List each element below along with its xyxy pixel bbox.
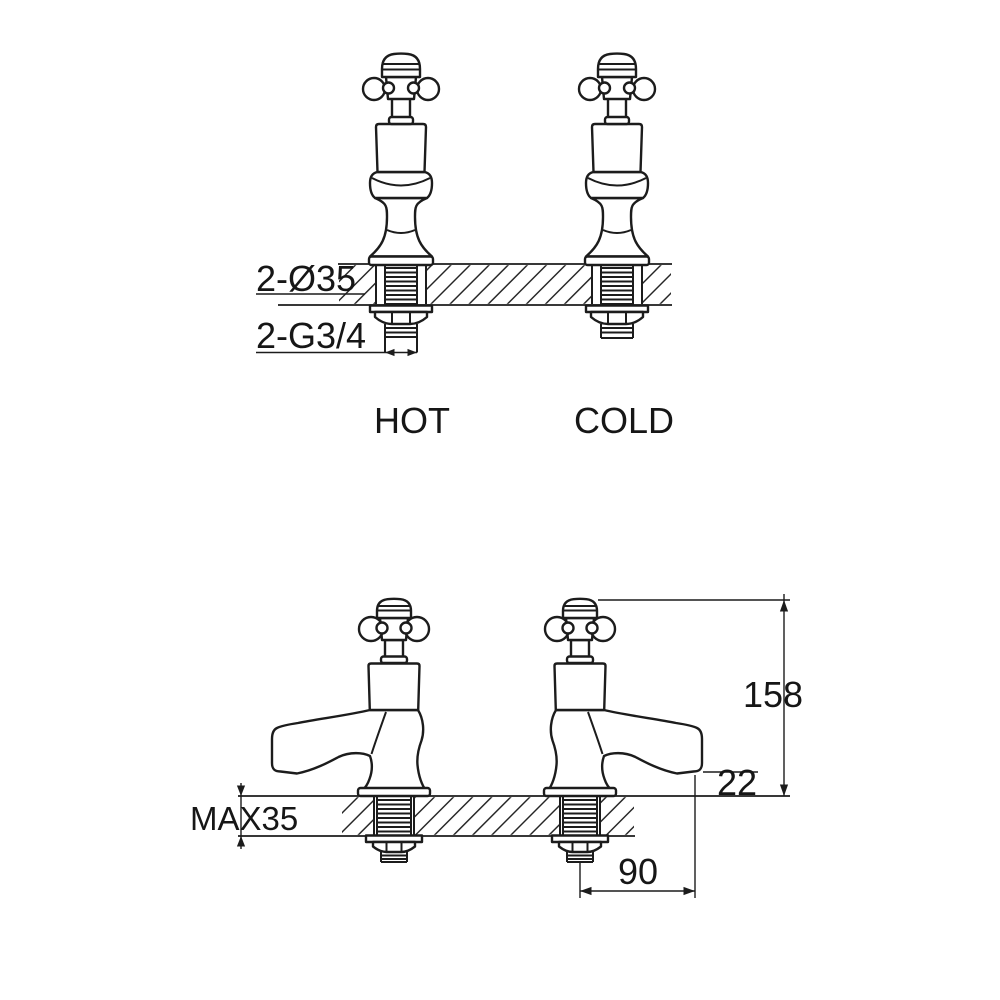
spout-reach-dimension: 90	[618, 851, 658, 892]
dimension-overall-height: 158	[598, 594, 803, 796]
side-elevation-view: 158 22 MAX35 90	[190, 594, 803, 898]
dimension-spout-tip-height: 22	[694, 762, 758, 898]
arrowhead	[580, 886, 592, 896]
dimension-max-deck-thickness: MAX35	[190, 783, 298, 849]
arrowhead	[779, 600, 789, 612]
overall-height-dimension: 158	[743, 674, 803, 715]
arrowhead	[683, 886, 695, 896]
dimension-spout-reach: 90	[579, 851, 695, 898]
cold-tap-tail	[600, 324, 634, 339]
cold-label: COLD	[574, 400, 674, 441]
hot-tap-tail	[384, 324, 418, 353]
arrowhead	[236, 836, 246, 847]
tail-thread-label: 2-G3/4	[256, 315, 366, 356]
countertop-hatching	[342, 797, 374, 835]
countertop-hatching	[642, 265, 671, 304]
front-elevation-view: 2-Ø35 2-G3/4 HOT COLD	[256, 52, 674, 441]
max-deck-thickness-dimension: MAX35	[190, 800, 298, 837]
countertop-hatching	[600, 797, 634, 835]
arrowhead	[385, 348, 395, 357]
spout-height-dimension: 22	[717, 762, 757, 803]
countertop-hatching	[339, 265, 376, 304]
hole-diameter-label: 2-Ø35	[256, 258, 356, 299]
hole-diameter-callout: 2-Ø35	[256, 258, 365, 299]
arrowhead	[236, 785, 246, 796]
arrowhead	[407, 348, 417, 357]
countertop-hatching	[414, 797, 560, 835]
arrowhead	[779, 784, 789, 796]
countertop-hatching	[426, 265, 592, 304]
tail-thread-callout: 2-G3/4	[256, 315, 417, 357]
hot-label: HOT	[374, 400, 450, 441]
